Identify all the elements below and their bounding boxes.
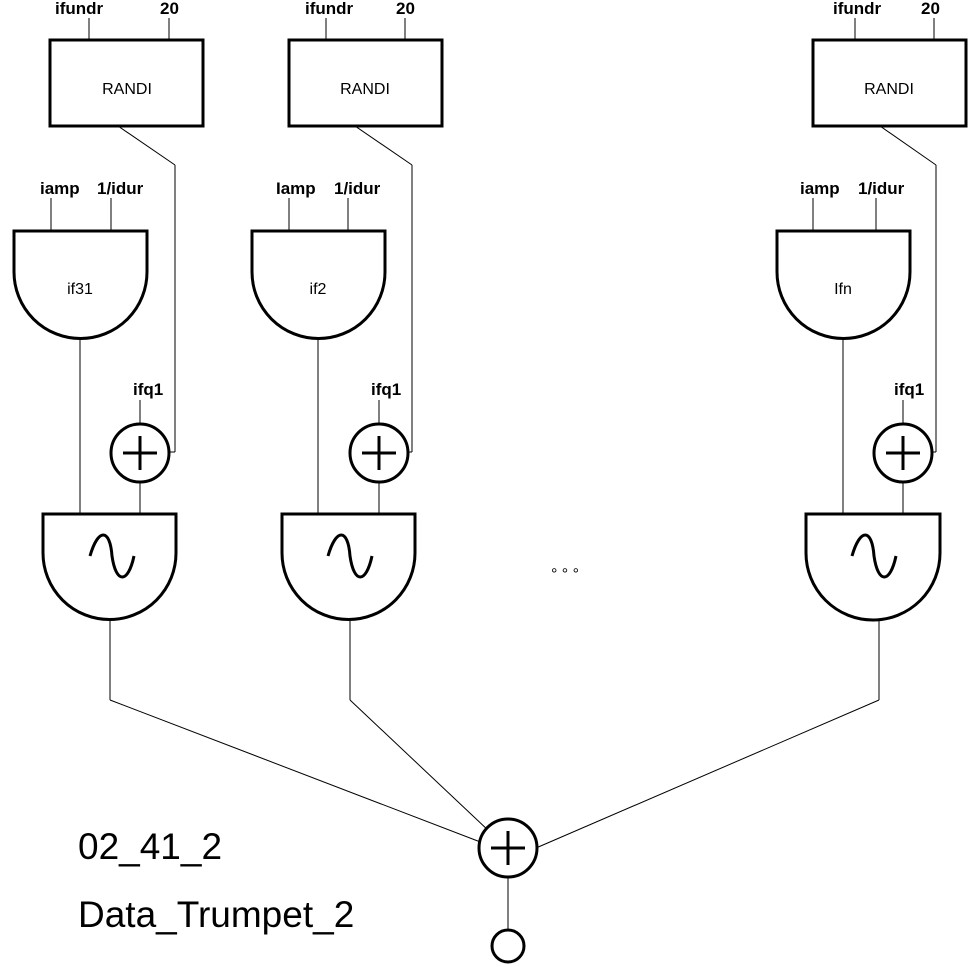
env-3-input-right: 1/idur <box>858 179 905 198</box>
plus-circle-icon <box>109 422 171 484</box>
diagram-name: Data_Trumpet_2 <box>78 894 354 935</box>
sine-wave-icon <box>804 512 942 622</box>
plus-circle-icon <box>348 422 410 484</box>
randi-2-box <box>287 38 444 128</box>
env-3-label: Ifn <box>834 281 852 298</box>
plus-circle-icon <box>477 817 539 879</box>
adder-2-input: ifq1 <box>371 380 401 399</box>
env-2-input-right: 1/idur <box>334 179 381 198</box>
randi-1-box <box>48 38 205 128</box>
column-1: ifundr 20 RANDI iamp 1/idur if31 ifq1 <box>12 0 484 844</box>
env-1-label: if31 <box>67 281 93 298</box>
env-1-input-right: 1/idur <box>97 179 144 198</box>
randi-3-input-left: ifundr <box>833 0 882 18</box>
env-2-label: if2 <box>310 281 327 298</box>
adder-3-input: ifq1 <box>894 380 924 399</box>
env-3-input-left: iamp <box>800 179 840 198</box>
column-3: ifundr 20 RANDI iamp 1/idur Ifn ifq1 <box>535 0 968 849</box>
env-1-input-left: iamp <box>40 179 80 198</box>
sine-wave-icon <box>280 512 417 621</box>
sine-wave-icon <box>41 512 178 621</box>
envelope-unit-icon <box>250 229 387 340</box>
env-2-input-left: Iamp <box>276 179 316 198</box>
ellipsis: ° ° ° <box>551 566 579 583</box>
randi-1-label: RANDI <box>102 81 152 98</box>
diagram-code: 02_41_2 <box>78 826 222 867</box>
adder-1-input: ifq1 <box>133 380 163 399</box>
randi-1-input-left: ifundr <box>55 0 104 18</box>
column-2: ifundr 20 RANDI Iamp 1/idur if2 ifq1 <box>250 0 491 833</box>
randi-3-box <box>811 38 968 128</box>
randi-2-input-right: 20 <box>396 0 415 18</box>
randi-1-input-right: 20 <box>160 0 179 18</box>
envelope-unit-icon <box>12 229 149 340</box>
output-circle-icon <box>490 928 526 964</box>
randi-3-input-right: 20 <box>921 0 940 18</box>
randi-3-label: RANDI <box>864 81 914 98</box>
randi-2-input-left: ifundr <box>305 0 354 18</box>
envelope-unit-icon <box>775 229 912 340</box>
plus-circle-icon <box>872 422 934 484</box>
randi-2-label: RANDI <box>340 81 390 98</box>
